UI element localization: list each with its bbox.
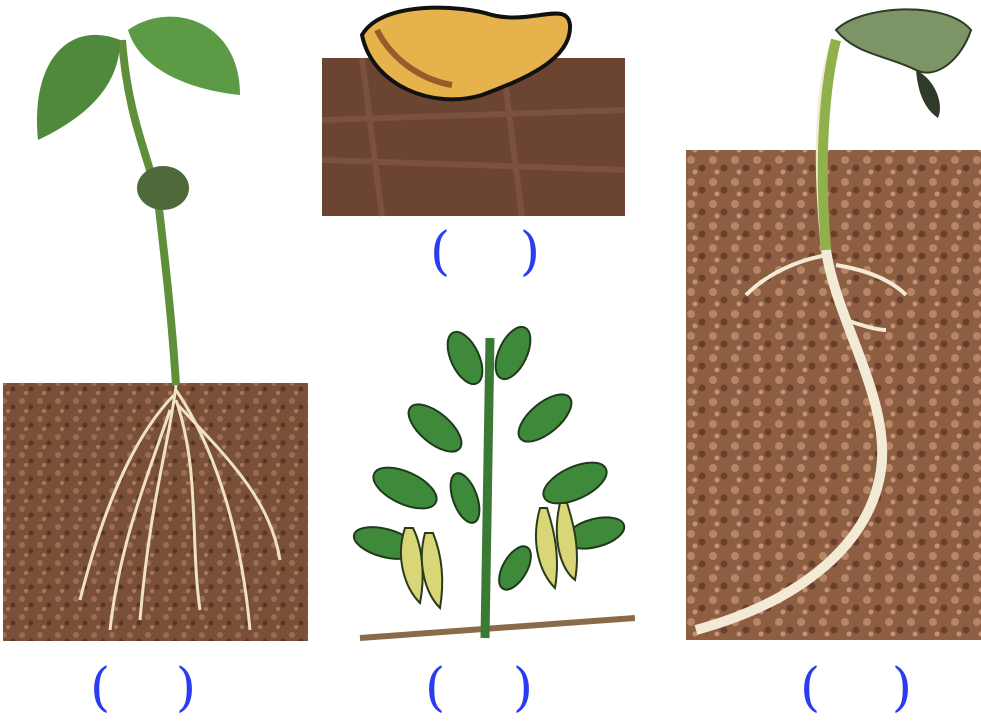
panel-mature-plant [345,318,635,648]
answer-bracket-seedling-roots: ( ) [90,662,196,714]
mature-plant-image [345,318,635,648]
close-paren: ) [176,662,196,714]
answer-bracket-germinating-sprout: ( ) [800,662,912,714]
leaf-left [37,35,120,140]
main-stem [485,338,490,638]
open-paren: ( [90,662,110,714]
open-paren: ( [800,662,820,714]
seed-coat-cotyledon [836,9,971,72]
germinating-sprout-image [686,0,981,645]
panel-germinating-sprout [686,0,981,645]
soil-block [3,383,308,641]
panel-bean-on-soil [322,0,627,220]
open-paren: ( [430,226,450,278]
bean-on-soil-image [322,0,627,220]
seedling-roots-image [0,0,310,645]
answer-bracket-mature-plant: ( ) [425,662,533,714]
soil-block [686,150,981,640]
close-paren: ) [520,226,540,278]
open-paren: ( [425,662,445,714]
panel-seedling-with-roots [0,0,310,645]
answer-bracket-bean-on-soil: ( ) [430,226,540,278]
close-paren: ) [892,662,912,714]
leaf-right [128,17,240,95]
stem [122,40,176,385]
ground-line [360,618,635,638]
close-paren: ) [513,662,533,714]
cotyledon [137,166,189,210]
